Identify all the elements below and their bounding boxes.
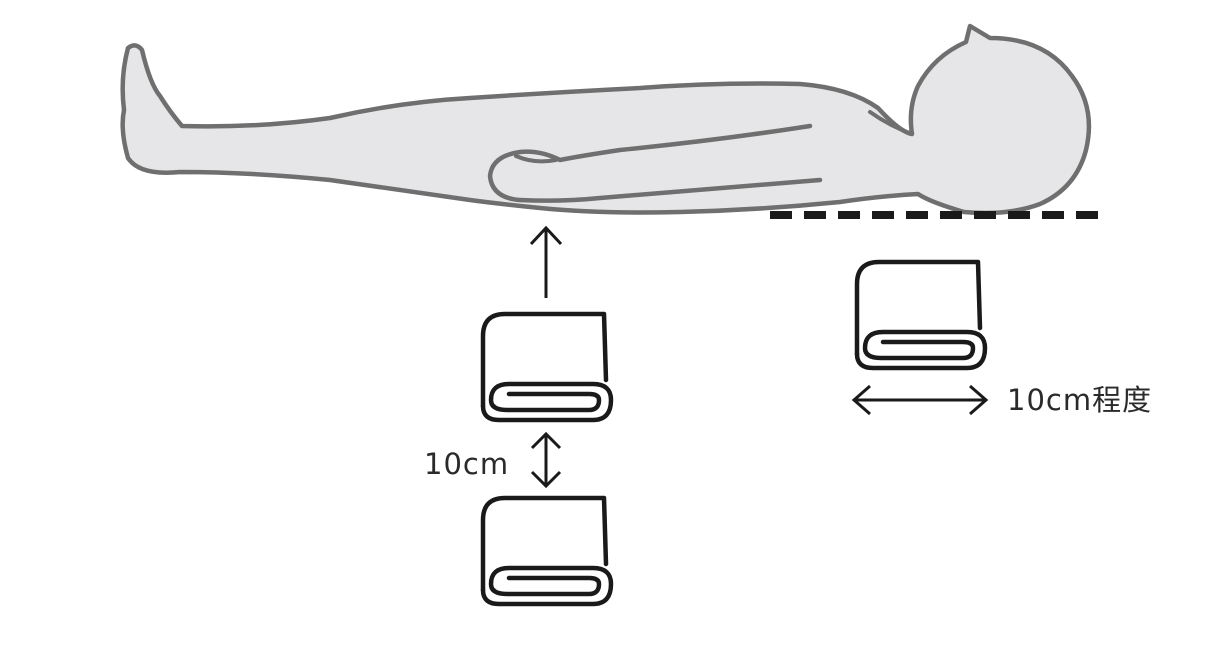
double-arrow-horizontal-icon <box>851 384 989 416</box>
towel-icon-head <box>857 262 985 368</box>
person-lying-icon <box>120 23 1092 216</box>
arrow-up-icon <box>529 225 563 298</box>
towel-icon-back-bottom <box>483 498 611 604</box>
towel-width-label: 10cm程度 <box>1007 383 1153 417</box>
double-arrow-vertical-icon <box>530 431 562 489</box>
towel-thickness-label: 10cm <box>424 447 510 481</box>
towel-icon-back-top <box>483 314 611 420</box>
